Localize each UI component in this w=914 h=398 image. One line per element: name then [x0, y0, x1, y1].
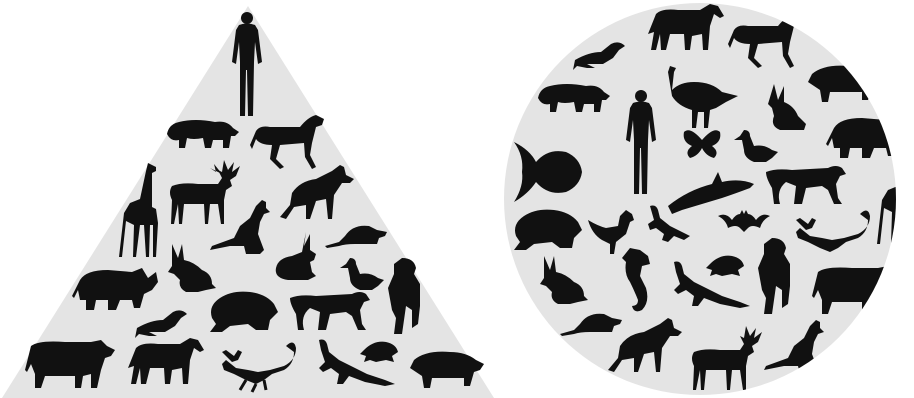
circle-panel	[504, 3, 914, 395]
triangle-panel	[2, 6, 494, 398]
